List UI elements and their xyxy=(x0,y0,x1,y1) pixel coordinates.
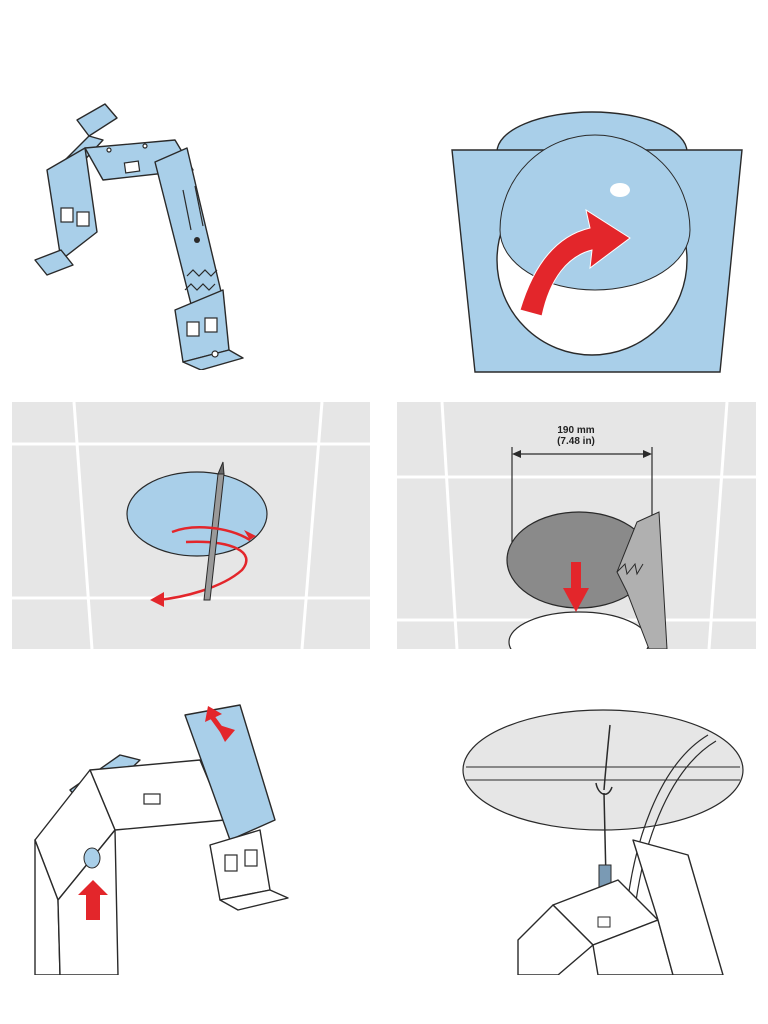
dimension-mm: 190 mm xyxy=(557,425,595,436)
dimension-label: 190 mm (7.48 in) xyxy=(551,425,601,447)
step-5-adjust-bracket xyxy=(30,700,300,975)
step-2-knockout xyxy=(440,110,745,380)
rotate-arrow-icon xyxy=(12,402,370,649)
step-3-pierce-ceiling xyxy=(12,402,370,649)
mounting-bracket-icon xyxy=(34,103,244,370)
saw-icon xyxy=(397,402,756,649)
step-1-bracket xyxy=(25,100,255,370)
push-arrow-icon xyxy=(34,704,289,975)
safety-cable-icon xyxy=(462,709,744,975)
step-6-safety-cable xyxy=(458,705,748,975)
step-4-cut-hole: 190 mm (7.48 in) xyxy=(397,402,756,649)
dimension-in: (7.48 in) xyxy=(557,436,595,447)
knockout-arrow-icon xyxy=(451,111,743,373)
